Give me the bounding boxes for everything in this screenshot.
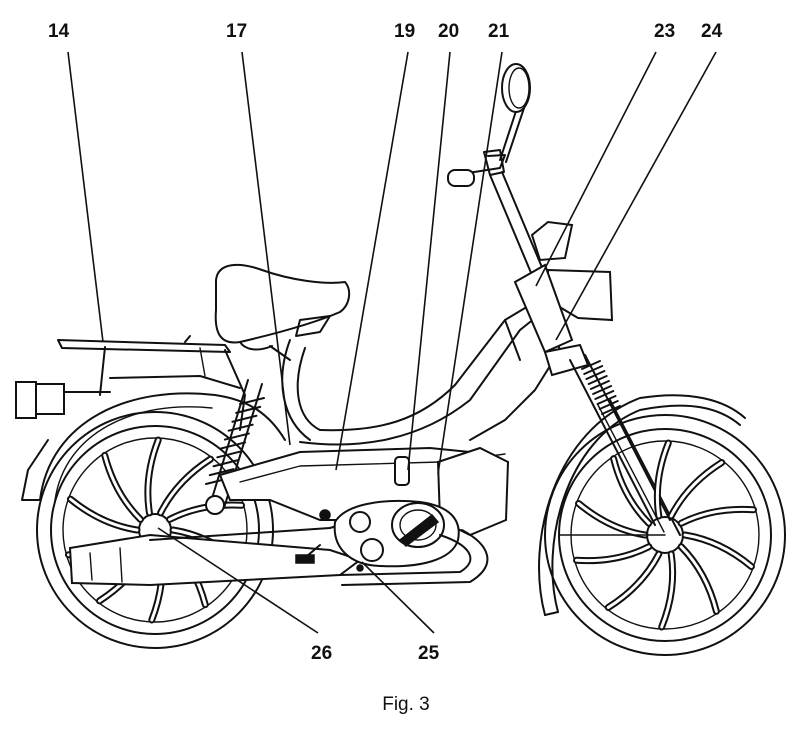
callout-25: 25	[418, 643, 440, 664]
front-fender	[538, 394, 746, 616]
seat	[214, 263, 351, 361]
callout-26: 26	[311, 643, 332, 664]
rear-fender	[39, 392, 286, 501]
callout-24: 24	[701, 21, 723, 42]
handlebar	[447, 63, 531, 187]
mirror-icon	[501, 63, 531, 113]
callout-23: 23	[654, 21, 675, 42]
figure-caption: Fig. 3	[382, 694, 430, 715]
callout-17: 17	[226, 21, 247, 42]
luggage-rack	[57, 335, 246, 431]
engine	[333, 446, 510, 586]
rear-lamp	[15, 381, 111, 419]
frame	[68, 301, 561, 587]
rear-wheel	[36, 411, 274, 649]
callout-19: 19	[394, 21, 415, 42]
callout-20: 20	[438, 21, 459, 42]
callout-21: 21	[488, 21, 510, 42]
pedal-crank	[295, 544, 321, 564]
callout-14: 14	[48, 21, 70, 42]
leader-lines	[67, 51, 717, 634]
front-wheel	[544, 414, 786, 656]
